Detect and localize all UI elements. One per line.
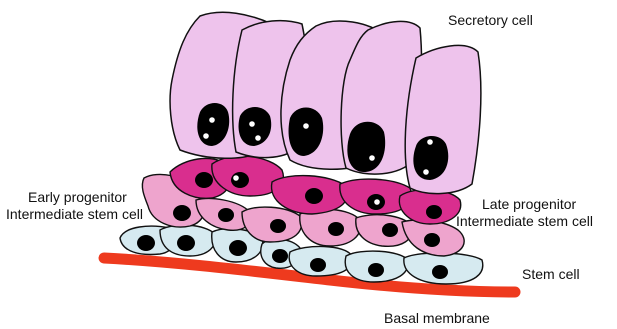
early-intermediate-stem-cell-label: Intermediate stem cell [6, 206, 143, 223]
secretory-cell-label: Secretory cell [448, 12, 533, 29]
basal-membrane-label: Basal membrane [384, 310, 490, 327]
stem-cell-label: Stem cell [522, 266, 580, 283]
late-progenitor-label: Late progenitor [482, 196, 576, 213]
early-progenitor-label: Early progenitor [28, 189, 127, 206]
late-intermediate-stem-cell-label: Intermediate stem cell [456, 213, 593, 230]
